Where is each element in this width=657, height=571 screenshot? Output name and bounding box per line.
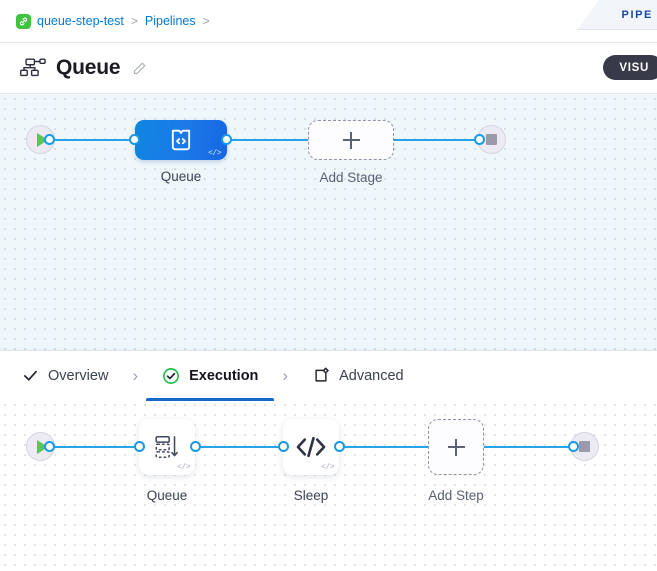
tab-advanced-label: Advanced [339,367,404,384]
edge-step-queue-to-sleep [192,446,287,448]
tab-overview-label: Overview [48,367,109,384]
tab-separator-1: › [132,365,139,385]
port-queue-output[interactable] [221,134,232,145]
visual-view-button[interactable]: VISU [603,55,657,80]
port-step-start-output[interactable] [44,441,55,452]
stop-square-icon [579,441,590,452]
ribbon-label: PIPE [621,8,653,21]
step-node-queue-code-badge: </> [177,463,190,472]
port-start-output[interactable] [44,134,55,145]
edge-start-to-queue [46,139,141,141]
queue-stack-icon [155,436,178,458]
pipeline-ribbon-badge: PIPE [577,0,657,30]
breadcrumb-item-pipelines[interactable]: Pipelines [144,14,196,28]
stage-node-queue-caption: Queue [160,169,202,184]
link-chain-icon [16,13,31,29]
step-node-queue[interactable]: </> [139,419,195,475]
pencil-icon[interactable] [132,61,147,76]
breadcrumb-separator-1: > [130,14,138,28]
edge-queue-to-add-stage [222,139,314,141]
play-icon [36,132,48,147]
add-stage-button[interactable] [308,120,394,160]
script-code-icon [171,129,191,151]
step-node-queue-caption: Queue [146,488,188,503]
edge-start-to-step-queue [46,446,141,448]
port-step-sleep-input[interactable] [278,441,289,452]
breadcrumb-separator-2: > [202,14,210,28]
port-step-queue-output[interactable] [190,441,201,452]
step-node-sleep[interactable]: </> [283,419,339,475]
tab-advanced[interactable]: Advanced [310,351,406,401]
stop-square-icon [486,134,497,145]
port-step-queue-input[interactable] [134,441,145,452]
page-header: Queue VISU [0,43,657,94]
port-step-sleep-output[interactable] [334,441,345,452]
step-graph-canvas[interactable]: </> Queue </> Sleep Add Step [0,400,657,571]
add-stage-caption: Add Stage [319,170,383,185]
check-icon [23,370,38,381]
page-title: Queue [56,56,121,79]
step-node-sleep-code-badge: </> [321,463,334,472]
add-step-caption: Add Step [428,488,484,503]
breadcrumb-item-project[interactable]: queue-step-test [37,14,124,28]
port-queue-input[interactable] [129,134,140,145]
box-gear-icon [315,366,329,382]
stage-node-code-badge: </> [208,149,221,158]
port-step-end-input[interactable] [568,441,579,452]
tab-execution[interactable]: Execution [146,351,275,401]
detail-tabs: Overview › Execution › Advanced [0,350,657,401]
tab-overview[interactable]: Overview [20,351,110,401]
edge-add-step-to-end [481,446,576,448]
edge-add-stage-to-end [389,139,481,141]
check-circle-green-icon [163,367,180,384]
stage-node-queue[interactable]: </> [135,120,227,160]
play-icon [36,439,48,454]
visual-view-button-label: VISU [619,61,649,74]
code-brackets-icon [296,436,326,458]
stage-graph-canvas[interactable]: </> Queue Add Stage [0,94,657,350]
port-end-input[interactable] [474,134,485,145]
edge-sleep-to-add-step [337,446,432,448]
tab-separator-2: › [282,365,289,385]
pipeline-hierarchy-icon [20,57,46,79]
step-node-sleep-caption: Sleep [293,488,329,503]
add-step-button[interactable] [428,419,484,475]
breadcrumb: queue-step-test > Pipelines > [16,13,211,29]
breadcrumb-bar: queue-step-test > Pipelines > PIPE [0,0,657,43]
tab-execution-label: Execution [189,367,259,384]
